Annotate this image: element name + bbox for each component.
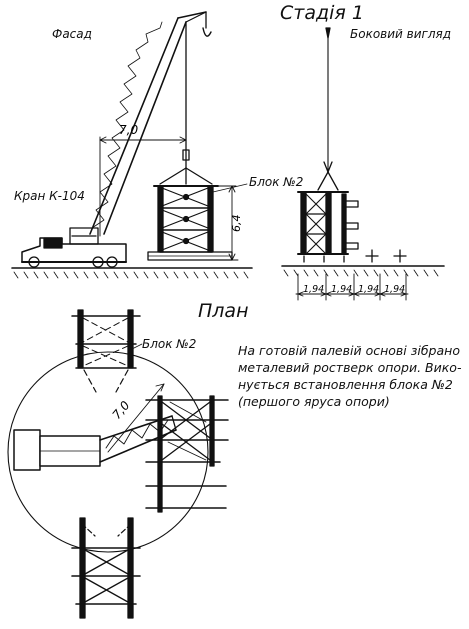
description-text: На готовій палевій основі зібрано метале… <box>238 342 463 410</box>
block-label-elevation: Блок №2 <box>249 175 304 189</box>
side-span-1: 1,94 <box>303 284 324 295</box>
facade-reach-label: 7,0 <box>119 123 138 137</box>
crane-k104-facade <box>21 11 213 268</box>
description-line-1: На готовій палевій основі зібрано <box>238 343 460 358</box>
ground-line-facade <box>11 267 253 279</box>
side-span-2: 1,94 <box>331 284 352 295</box>
plan-tower-bottom <box>71 517 141 619</box>
facade-title: Фасад <box>52 27 92 41</box>
side-view-dimensions <box>295 273 409 301</box>
plan-reach-dimension <box>107 383 165 453</box>
description-line-2: металевий ростверк опори. Вико- <box>238 360 462 375</box>
plan-crane-body <box>13 415 177 471</box>
dimension-height <box>215 185 239 261</box>
crane-label: Кран К-104 <box>14 189 85 203</box>
plan-block-2 <box>145 395 229 513</box>
block-label-plan: Блок №2 <box>142 337 197 351</box>
side-view-title: Боковий вигляд <box>350 27 452 41</box>
dimension-reach-facade <box>99 136 187 237</box>
ground-line-side <box>281 265 445 277</box>
height-label: 6,4 <box>230 215 243 233</box>
side-span-3: 1,94 <box>358 284 379 295</box>
crane-slewing-circle <box>7 351 209 553</box>
plan-tower-top <box>71 309 143 393</box>
stage-title: Стадія 1 <box>280 2 364 24</box>
description-line-3: нується встановлення блока №2 <box>238 377 453 392</box>
side-span-4: 1,94 <box>384 284 405 295</box>
side-view-structure <box>297 27 407 263</box>
plan-reach-label: 7,0 <box>110 398 133 422</box>
block-2-elevation <box>147 183 248 261</box>
plan-title: План <box>198 300 249 322</box>
description-line-4: (першого яруса опори) <box>238 394 390 409</box>
